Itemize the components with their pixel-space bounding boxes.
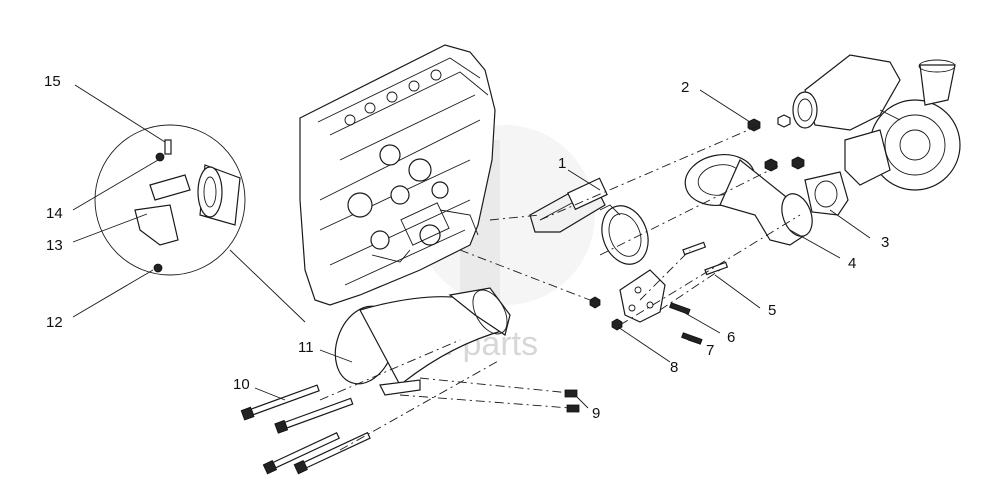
callout-12: 12 [46, 314, 63, 331]
valve-assembly [529, 177, 649, 265]
callout-labels: 1 2 3 4 5 6 7 8 9 10 11 12 13 14 15 [44, 73, 889, 422]
callout-14: 14 [46, 205, 63, 222]
long-bolts [240, 384, 371, 475]
bolts-small [669, 302, 703, 345]
callout-8: 8 [670, 359, 678, 376]
turbocharger [792, 54, 961, 191]
callout-13: 13 [46, 237, 63, 254]
elbow-adapter [684, 154, 813, 246]
alignment-lines [319, 124, 801, 451]
nuts-middle [589, 296, 623, 331]
callout-6: 6 [727, 329, 735, 346]
detail-inset [94, 124, 306, 323]
callout-5: 5 [768, 302, 776, 319]
callout-1: 1 [558, 155, 566, 172]
engine-block [299, 44, 496, 306]
callout-15: 15 [44, 73, 61, 90]
studs [682, 241, 729, 276]
callout-2: 2 [681, 79, 689, 96]
bracket-plate [619, 269, 666, 323]
callout-7: 7 [706, 342, 714, 359]
callout-10: 10 [233, 376, 250, 393]
callout-3: 3 [881, 234, 889, 251]
callout-11: 11 [298, 339, 314, 356]
callout-4: 4 [848, 255, 856, 272]
nuts-upper [747, 114, 805, 172]
callout-9: 9 [592, 405, 600, 422]
bolts-9 [564, 389, 580, 413]
leader-lines [72, 84, 871, 409]
gasket [804, 171, 849, 216]
exhaust-elbow-pipe [334, 287, 511, 396]
